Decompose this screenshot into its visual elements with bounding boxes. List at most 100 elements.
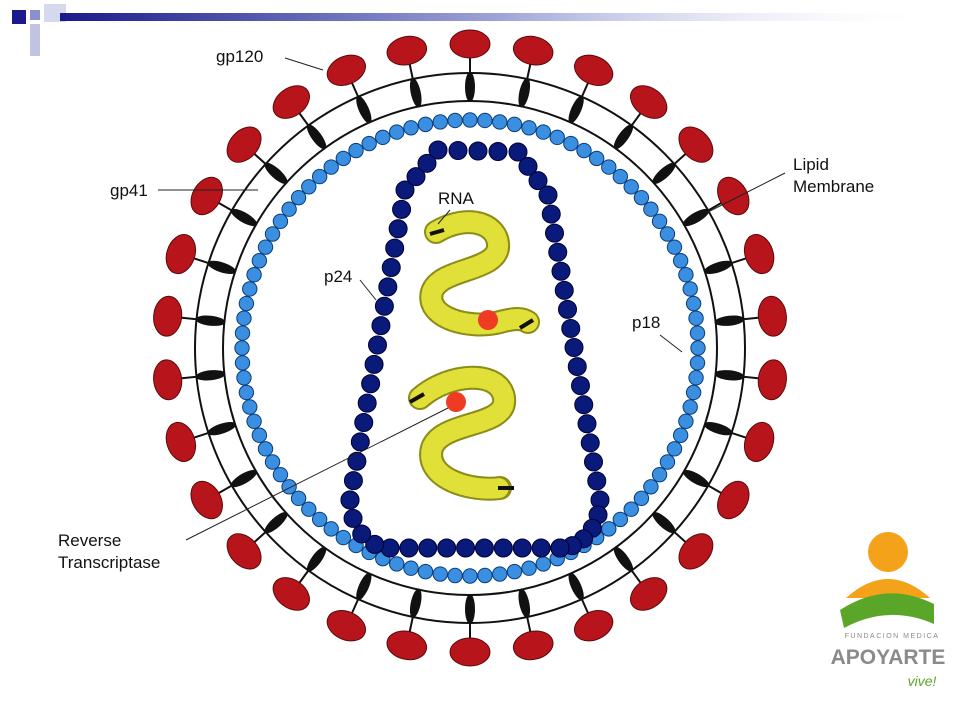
gp41-stem (652, 511, 676, 534)
p18-bead (601, 521, 617, 537)
p18-bead (682, 399, 698, 415)
p18-bead (601, 159, 617, 175)
p18-bead (623, 179, 639, 195)
p24-bead (531, 538, 551, 558)
p18-bead (492, 566, 508, 582)
p24-bead (550, 538, 570, 558)
p18-bead (576, 142, 592, 159)
spike-link (297, 111, 310, 127)
p18-bead (678, 267, 694, 283)
matrix-protein-p18-layer (234, 112, 706, 584)
spike-link (580, 80, 590, 98)
spike-link (179, 316, 197, 321)
logo-name: APOYARTE (831, 646, 946, 669)
spike-link (673, 531, 688, 545)
p24-bead (347, 451, 367, 471)
p18-bead (688, 370, 704, 386)
gp120-head (574, 610, 614, 642)
gp41-stem (518, 588, 531, 619)
spike (682, 176, 750, 227)
p18-bead (506, 563, 523, 580)
spike (153, 295, 226, 337)
p24-bead (548, 242, 568, 262)
p24-bead (368, 335, 387, 355)
p18-bead (651, 213, 668, 230)
p24-bead (395, 180, 415, 200)
gp120-head (743, 421, 775, 462)
gp120-head (757, 359, 787, 401)
spike-link (580, 598, 590, 616)
p18-bead (238, 295, 255, 312)
gp120-head (743, 234, 775, 275)
label-leader-lines (158, 57, 786, 541)
p24-bead (340, 490, 360, 510)
p18-bead (236, 370, 252, 386)
p24-bead (508, 142, 528, 162)
spike-link (252, 151, 267, 165)
label-gp120: gp120 (216, 47, 263, 66)
spike (226, 511, 288, 570)
gp41-stem (465, 72, 475, 102)
spike-link (630, 569, 643, 585)
p24-bead (381, 258, 401, 277)
gp41-stem (306, 546, 327, 572)
p24-bead (580, 433, 600, 453)
p24-bead (541, 204, 561, 224)
p24-bead (512, 538, 532, 558)
p24-bead (587, 471, 607, 491)
p18-bead (682, 281, 698, 297)
gp120-head (717, 480, 750, 520)
p18-bead (492, 114, 508, 130)
gp41-stem (613, 546, 634, 572)
gp41-stem (568, 572, 584, 601)
spike (652, 126, 714, 185)
spike-link (707, 484, 724, 495)
p18-bead (689, 355, 706, 371)
p24-bead (577, 414, 597, 434)
spike-link (297, 569, 310, 585)
p18-bead (643, 479, 659, 495)
p24-bead (488, 142, 508, 161)
gp120-head (757, 295, 787, 337)
p18-bead (257, 441, 274, 457)
rna-strand-lower (408, 365, 516, 501)
p24-bead (474, 538, 494, 558)
spike (272, 546, 327, 611)
p24-bead (343, 508, 363, 528)
p24-bead (378, 277, 398, 297)
apoyarte-logo: FUNDACION MEDICA APOYARTE vive! (831, 532, 946, 689)
spike (226, 126, 288, 185)
gp120-head (630, 577, 668, 611)
spike-link (179, 375, 197, 380)
gp120-head (190, 480, 223, 520)
p18-bead (257, 239, 274, 255)
p18-bead (659, 226, 676, 242)
p18-bead (246, 413, 262, 429)
spike (326, 54, 372, 124)
gp41-stem (207, 422, 237, 436)
p18-bead (477, 112, 493, 129)
p18-bead (251, 253, 268, 269)
p18-bead (281, 201, 297, 217)
gp41-stem (264, 162, 288, 185)
logo-sun (868, 532, 908, 572)
p18-bead (251, 427, 268, 443)
spike-link (216, 484, 233, 495)
p18-bead (242, 281, 258, 297)
p18-bead (432, 566, 448, 582)
gp120-head (449, 637, 491, 667)
p24-bead (437, 538, 457, 558)
p18-bead (633, 490, 650, 507)
spike (449, 29, 491, 102)
label-p24: p24 (324, 267, 352, 286)
spike (165, 234, 237, 275)
p24-bead (561, 318, 581, 338)
gp41-stem (703, 260, 733, 274)
spike (613, 546, 668, 611)
spike (613, 85, 668, 150)
p18-bead (689, 325, 706, 341)
p24-bead (361, 374, 381, 394)
p18-bead (690, 340, 706, 356)
p24-bead (574, 395, 594, 415)
spike-link (350, 80, 360, 98)
